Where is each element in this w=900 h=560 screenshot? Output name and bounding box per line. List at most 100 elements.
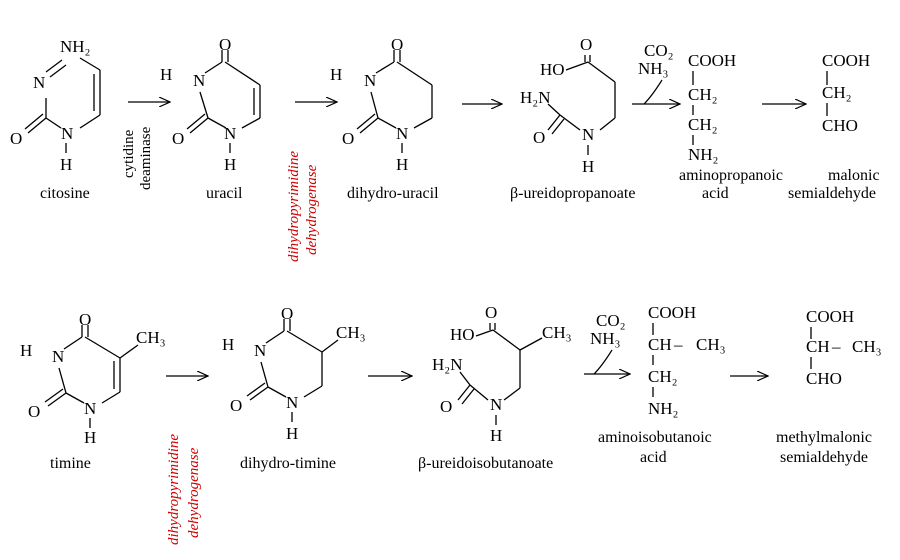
atom-h: H xyxy=(20,341,32,360)
atom-ch: CH xyxy=(806,337,830,356)
atom-h: H xyxy=(490,426,502,445)
enzyme-dihydropyrimidine-2: dihydropyrimidine xyxy=(166,434,182,545)
label-citosine: citosine xyxy=(40,185,90,202)
atom-n3: N xyxy=(364,71,376,90)
aminoisobutanoic-structure: COOH CH – CH₃ CH₂ NH₂ xyxy=(648,303,726,418)
enzyme-dehydrogenase-1: dehydrogenase xyxy=(304,164,320,255)
atom-n3: N xyxy=(33,73,45,92)
label-acid-1: acid xyxy=(702,185,729,202)
label-methylmalonic: methylmalonic xyxy=(776,429,872,446)
bond-dash: – xyxy=(831,337,841,356)
atom-o2: O xyxy=(172,129,184,148)
label-aminopropanoic: aminopropanoic xyxy=(679,167,783,184)
timine-structure: H N O CH₃ N O H xyxy=(20,310,166,447)
atom-h: H xyxy=(396,155,408,174)
dihydro-uracil-structure: H N O N O H xyxy=(330,35,433,174)
atom-o2: O xyxy=(28,402,40,421)
atom-ho: HO xyxy=(450,325,475,344)
uracil-structure: H N O N O H xyxy=(160,35,261,174)
atom-n1: N xyxy=(286,393,298,412)
atom-o2: O xyxy=(342,129,354,148)
label-uracil: uracil xyxy=(206,185,243,202)
atom-h: H xyxy=(160,65,172,84)
atom-n: N xyxy=(582,125,594,144)
atom-n3: N xyxy=(193,71,205,90)
ureidopropanoate-structure: O HO H₂N O N H xyxy=(520,35,616,176)
label-b-ureidoisobutanoate: β-ureidoisobutanoate xyxy=(418,455,553,472)
label-b-ureidopropanoate: β-ureidopropanoate xyxy=(510,185,635,202)
atom-n3: N xyxy=(254,341,266,360)
atom-h: H xyxy=(330,65,342,84)
atom-o4: O xyxy=(219,35,231,54)
atom-ch3: CH₃ xyxy=(696,335,726,354)
label-dihydro-timine: dihydro-timine xyxy=(240,455,336,472)
atom-cho: CHO xyxy=(806,369,842,388)
label-aminoisobutanoic: aminoisobutanoic xyxy=(598,429,712,446)
enzyme-dihydropyrimidine-1: dihydropyrimidine xyxy=(286,151,302,262)
atom-ch3: CH₃ xyxy=(852,337,882,356)
atom-cooh: COOH xyxy=(822,51,870,70)
atom-o4: O xyxy=(391,35,403,54)
byproduct-nh3: NH₃ xyxy=(638,59,669,78)
label-dihydro-uracil: dihydro-uracil xyxy=(347,185,439,202)
atom-o4: O xyxy=(281,304,293,323)
atom-n1: N xyxy=(224,124,236,143)
atom-ch3: CH₃ xyxy=(542,323,572,342)
ureidoisobutanoate-structure: O HO CH₃ H₂N O N H xyxy=(432,303,572,445)
atom-n1: N xyxy=(396,124,408,143)
release-curve-1 xyxy=(643,79,663,105)
atom-n1: N xyxy=(84,399,96,418)
atom-o2: O xyxy=(440,397,452,416)
atom-cooh: COOH xyxy=(648,303,696,322)
atom-nh2: NH₂ xyxy=(648,399,678,418)
atom-h: H xyxy=(286,424,298,443)
enzyme-cytidine: cytidine xyxy=(121,129,137,178)
atom-ch2: CH₂ xyxy=(688,85,718,104)
release-curve-2 xyxy=(593,349,613,375)
atom-o2: O xyxy=(230,396,242,415)
dihydro-timine-structure: H N O CH₃ N O H xyxy=(222,304,366,443)
enzyme-deaminase: deaminase xyxy=(138,126,154,190)
atom-o: O xyxy=(580,35,592,54)
atom-o2: O xyxy=(533,128,545,147)
methylmalonic-semialdehyde-structure: COOH CH – CH₃ CHO xyxy=(806,307,882,388)
atom-h2n: H₂N xyxy=(432,355,462,374)
atom-cho: CHO xyxy=(822,116,858,135)
atom-n3: N xyxy=(52,347,64,366)
malonic-semialdehyde-structure: COOH CH₂ CHO xyxy=(822,51,870,135)
atom-ch2: CH₂ xyxy=(688,115,718,134)
atom-cooh: COOH xyxy=(806,307,854,326)
byproduct-co2: CO₂ xyxy=(644,41,674,60)
atom-h: H xyxy=(222,335,234,354)
atom-n1: N xyxy=(61,124,73,143)
atom-ch3: CH₃ xyxy=(336,323,366,342)
byproduct-nh3: NH₃ xyxy=(590,329,621,348)
atom-ho: HO xyxy=(540,60,565,79)
label-malonic: malonic xyxy=(828,167,880,184)
label-acid-2: acid xyxy=(640,449,667,466)
atom-ch2: CH₂ xyxy=(822,83,852,102)
atom-o4: O xyxy=(79,310,91,329)
label-semialdehyde-1: semialdehyde xyxy=(788,185,876,202)
bond-dash: – xyxy=(673,335,683,354)
label-timine: timine xyxy=(50,455,91,472)
enzyme-dehydrogenase-2: dehydrogenase xyxy=(186,447,202,538)
atom-h2n: H₂N xyxy=(520,88,550,107)
atom-ch: CH xyxy=(648,335,672,354)
atom-o: O xyxy=(10,129,22,148)
atom-ch2: CH₂ xyxy=(648,367,678,386)
atom-h: H xyxy=(60,155,72,174)
atom-h: H xyxy=(582,157,594,176)
citosine-structure: NH₂ N O N H xyxy=(10,37,101,174)
label-semialdehyde-2: semialdehyde xyxy=(780,449,868,466)
atom-nh2: NH₂ xyxy=(60,37,90,56)
atom-cooh: COOH xyxy=(688,51,736,70)
atom-h: H xyxy=(224,155,236,174)
atom-h: H xyxy=(84,428,96,447)
atom-ch3: CH₃ xyxy=(136,328,166,347)
atom-nh2: NH₂ xyxy=(688,145,718,164)
byproduct-co2: CO₂ xyxy=(596,311,626,330)
atom-n: N xyxy=(490,395,502,414)
aminopropanoic-structure: COOH CH₂ CH₂ NH₂ xyxy=(688,51,736,164)
